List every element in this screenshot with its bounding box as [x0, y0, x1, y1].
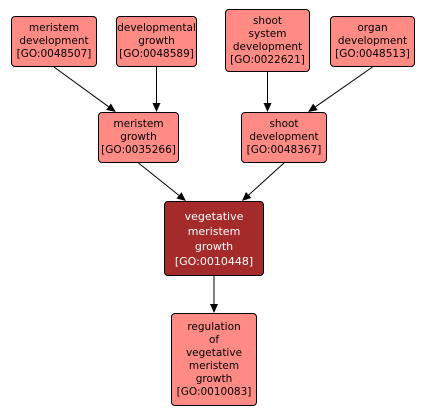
node-shoot-system-development[interactable]: shoot system development [GO:0022621] — [225, 9, 310, 72]
node-vegetative-meristem-growth[interactable]: vegetative meristem growth [GO:0010448] — [164, 201, 264, 276]
edge-arrowhead — [152, 103, 161, 112]
edge-arrowhead — [308, 103, 318, 112]
node-label: shoot development [GO:0048367] — [246, 118, 322, 156]
node-label: meristem growth [GO:0035266] — [101, 118, 176, 156]
node-meristem-growth[interactable]: meristem growth [GO:0035266] — [98, 112, 179, 163]
node-shoot-development[interactable]: shoot development [GO:0048367] — [241, 112, 327, 163]
edge-line — [315, 66, 373, 108]
node-regulation-of-vegetative-meristem-growth[interactable]: regulation of vegetative meristem growth… — [171, 313, 257, 406]
node-label: shoot system development [GO:0022621] — [230, 14, 305, 66]
edge-arrowhead — [242, 191, 252, 201]
node-developmental-growth[interactable]: developmental growth [GO:0048589] — [116, 16, 197, 67]
node-organ-development[interactable]: organ development [GO:0048513] — [330, 16, 415, 67]
edge-arrowhead — [176, 192, 186, 201]
node-label: regulation of vegetative meristem growth… — [176, 320, 252, 398]
node-label: meristem development [GO:0048507] — [16, 22, 92, 60]
edge-line — [248, 162, 285, 196]
node-label: organ development [GO:0048513] — [335, 22, 410, 60]
node-label: vegetative meristem growth [GO:0010448] — [174, 209, 254, 268]
edge-line — [53, 66, 109, 108]
node-meristem-development[interactable]: meristem development [GO:0048507] — [11, 16, 97, 67]
edge-arrowhead — [210, 304, 218, 313]
edge-arrowhead — [106, 103, 116, 112]
node-label: developmental growth [GO:0048589] — [117, 22, 196, 60]
edge-arrowhead — [263, 103, 272, 112]
edge-line — [138, 162, 180, 196]
